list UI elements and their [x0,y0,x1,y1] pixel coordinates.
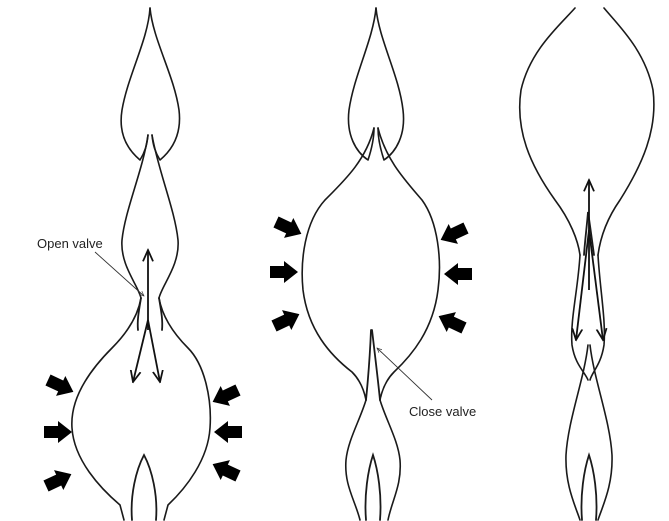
close-valve-annotation: Close valve [377,348,476,419]
left-vessel-bulb-wall-left [72,298,141,520]
left-press-arrow-3 [41,464,76,496]
right-vessel [520,8,654,520]
left-flow-down-left-arrow [133,320,148,382]
middle-closed-valve-leaflet-left [366,330,371,400]
right-vessel-top-wall-right [598,8,654,255]
left-bottom-valve [132,455,157,520]
left-press-arrow-6 [208,454,243,486]
left-vessel-mid-wall-right [152,135,178,298]
right-vessel-bottom-wall-left [566,345,588,520]
left-vessel-mid-wall-left [122,135,148,298]
right-bottom-valve [581,455,596,520]
left-open-valve-leaflet-right [159,298,162,330]
middle-vessel [302,8,439,520]
middle-press-arrow-3 [269,304,304,336]
right-vessel-top-wall-left [520,8,580,255]
left-vessel-bulb-wall-right [159,298,210,520]
close-valve-label: Close valve [409,404,476,419]
left-vessel [72,8,210,520]
middle-press-arrow-1 [271,212,306,244]
open-valve-annotation: Open valve [37,236,144,296]
middle-closed-valve-leaflet-right [372,330,380,400]
left-open-valve-leaflet-left [138,298,141,330]
middle-press-arrow-6 [434,306,469,338]
left-vessel-top-wall-right [150,8,180,160]
left-press-arrow-4 [208,380,243,412]
open-valve-leader [95,252,144,296]
left-compression-arrows [41,370,242,496]
left-flow-down-right-arrow [148,320,160,382]
middle-press-arrow-2 [270,261,298,283]
middle-press-arrow-5 [444,263,472,285]
open-valve-label: Open valve [37,236,103,251]
middle-press-arrow-4 [436,218,471,250]
middle-compression-arrows [269,212,472,338]
left-press-arrow-1 [43,370,78,402]
left-press-arrow-2 [44,421,72,443]
middle-bottom-valve [365,455,380,520]
left-vessel-top-wall-left [121,8,150,160]
left-press-arrow-5 [214,421,242,443]
middle-vessel-bulb-wall-left [302,128,374,400]
middle-vessel-bulb-wall-right [378,128,439,400]
close-valve-leader [377,348,432,400]
middle-vessel-bottom-wall-right [380,400,400,520]
middle-vessel-bottom-wall-left [346,400,366,520]
